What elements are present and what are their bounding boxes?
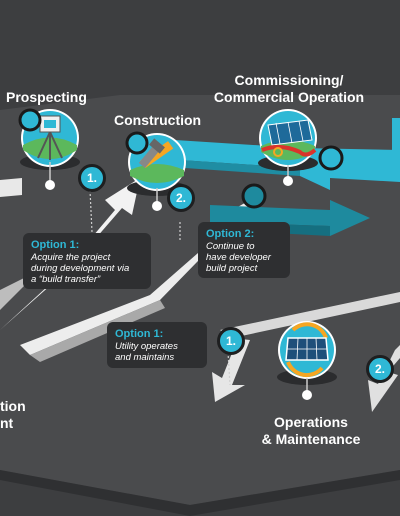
cyan-edge-block [392,118,400,158]
callout-developer-build: Option 2: Continue to have developer bui… [198,222,290,278]
badge-option-1-top: 1. [78,164,106,192]
callout-utility-operates-option: Option 1: [115,328,164,340]
callout-utility-operates-line2: and maintains [115,352,175,363]
leader-option1-bottom [227,351,231,386]
leader-option1-top [89,189,93,233]
stage-title-commissioning-line2: Commercial Operation [213,89,365,105]
callout-build-transfer-line1: Acquire the project [31,252,111,263]
badge-option-2-bottom: 2. [366,355,394,383]
white-arrow-stub [0,178,22,197]
callout-developer-build-line3: build project [206,263,258,274]
callout-build-transfer: Option 1: Acquire the project during dev… [23,233,151,289]
stage-title-commissioning: Commissioning/ Commercial Operation [208,72,370,106]
callout-build-transfer-option: Option 1: [31,239,80,251]
stage-title-cut-left: tion nt [0,398,26,432]
floor-edge [0,470,400,516]
dot-commissioning [318,145,344,171]
stage-title-operations: Operations & Maintenance [256,414,366,448]
callout-build-transfer-line2: during development via [31,263,130,274]
stage-title-operations-line2: & Maintenance [261,431,361,447]
callout-developer-build-line1: Continue to [206,241,255,252]
cyan-arrow-edge [180,160,300,176]
callout-developer-build-line2: have developer [206,252,271,263]
badge-option-2-top: 2. [167,184,195,212]
white-arrow-build-transfer [0,178,140,330]
callout-build-transfer-line3: a “build transfer” [31,274,101,285]
stage-title-cut-left-line1: tion [0,398,26,414]
dot-prospecting [18,108,42,132]
badge-option-1-bottom: 1. [217,327,245,355]
dot-construction [125,131,149,155]
ribbon-cutting-icon [259,109,317,186]
stage-title-construction: Construction [114,112,202,128]
dot-option2 [241,183,267,209]
callout-developer-build-option: Option 2: [206,228,255,240]
floor-plate [0,95,400,505]
stage-title-operations-line1: Operations [274,414,348,430]
white-arrow-utility-down [212,338,250,402]
solar-panel-icon [278,321,336,400]
stage-title-prospecting: Prospecting [6,89,87,105]
callout-utility-operates-line1: Utility operates [115,341,178,352]
callout-utility-operates: Option 1: Utility operates and maintains [107,322,207,368]
stage-title-cut-left-line2: nt [0,415,14,431]
white-arrow-developer-edge [30,300,165,362]
stage-title-commissioning-line1: Commissioning/ [234,72,344,88]
white-arrow-ops-top [220,292,400,338]
